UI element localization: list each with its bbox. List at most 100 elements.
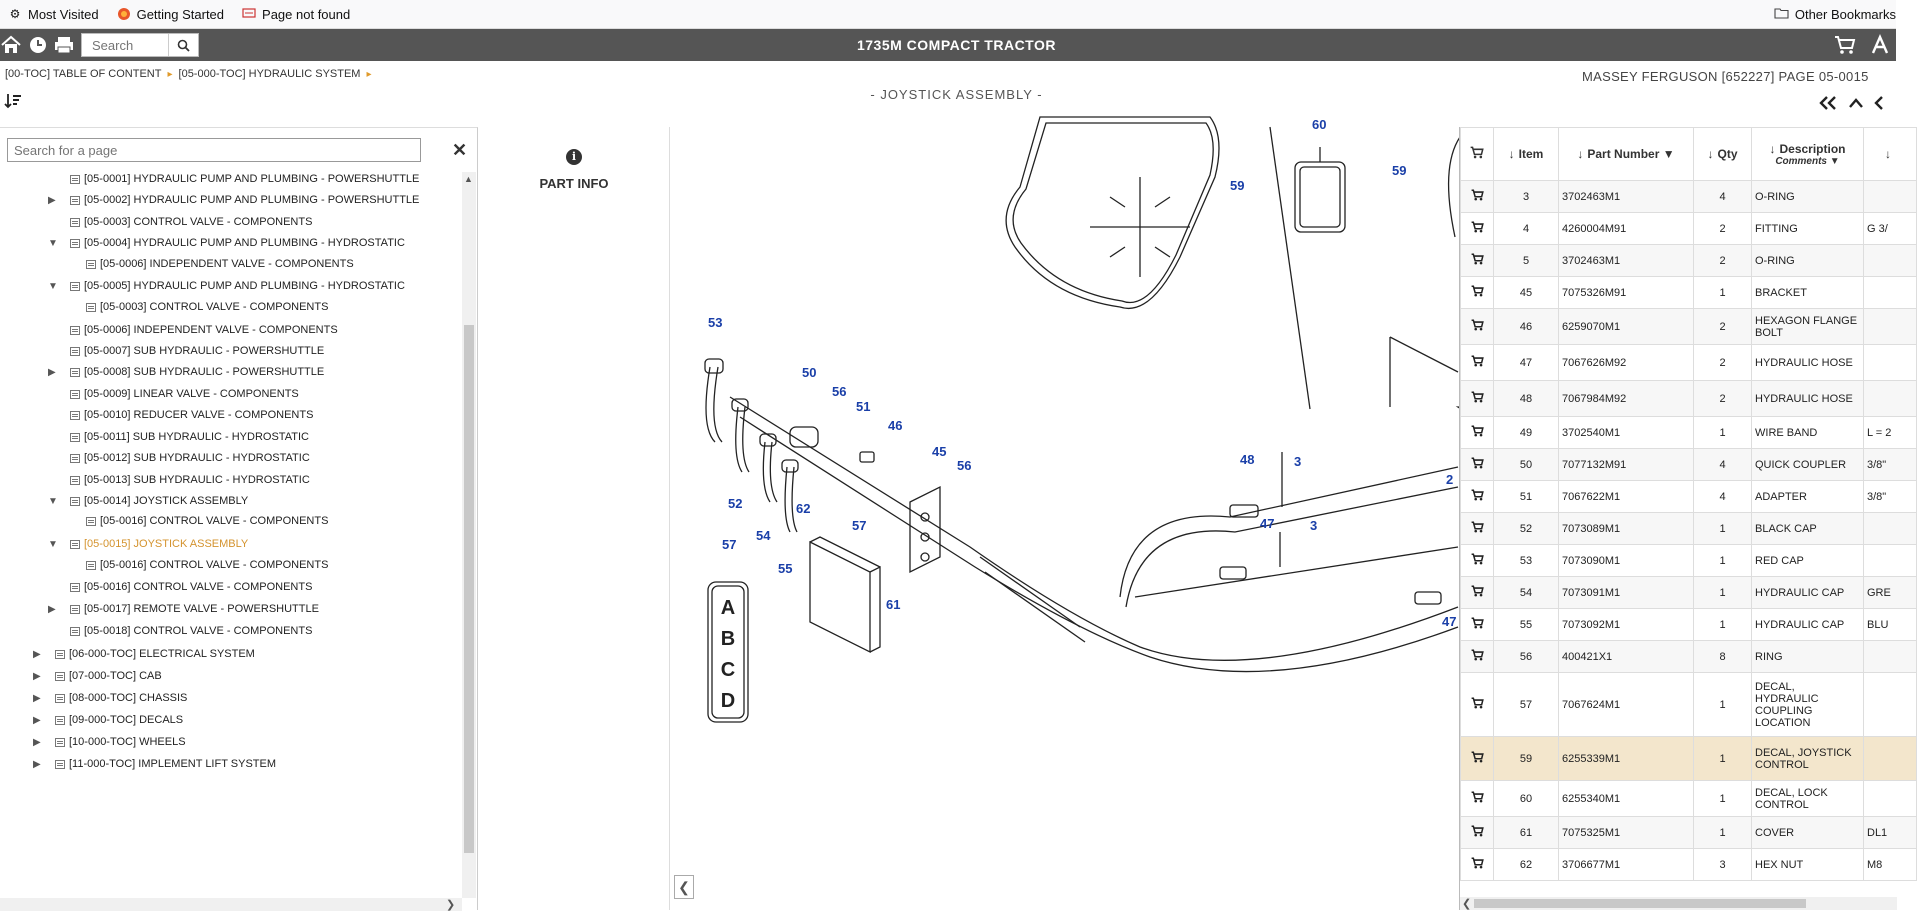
add-to-cart-button[interactable] (1460, 848, 1494, 881)
breadcrumb-item-hydraulic[interactable]: [05-000-TOC] HYDRAULIC SYSTEM (178, 68, 361, 80)
breadcrumb-item-toc[interactable]: [00-TOC] TABLE OF CONTENT (5, 68, 162, 80)
col-part-number[interactable]: ↓Part Number ▼ (1558, 127, 1694, 181)
expand-icon[interactable]: ▶ (33, 649, 41, 660)
toc-vertical-scrollbar[interactable]: ▲ (462, 172, 476, 898)
add-to-cart-button[interactable] (1460, 736, 1494, 781)
cart-icon[interactable] (1834, 35, 1856, 55)
add-to-cart-button[interactable] (1460, 480, 1494, 513)
add-to-cart-button[interactable] (1460, 244, 1494, 277)
scroll-right-icon[interactable]: ❯ (446, 899, 456, 911)
toc-item[interactable]: [05-0016] CONTROL VALVE - COMPONENTS (70, 578, 312, 596)
add-to-cart-button[interactable] (1460, 640, 1494, 673)
toc-item[interactable]: [05-0007] SUB HYDRAULIC - POWERSHUTTLE (70, 342, 324, 360)
add-to-cart-button[interactable] (1460, 416, 1494, 449)
toc-item[interactable]: [05-0002] HYDRAULIC PUMP AND PLUMBING - … (70, 191, 419, 209)
collapse-icon[interactable]: ▼ (48, 496, 58, 507)
toc-item[interactable]: [08-000-TOC] CHASSIS (55, 689, 187, 707)
add-to-cart-button[interactable] (1460, 276, 1494, 309)
search-input[interactable] (82, 34, 168, 56)
add-to-cart-button[interactable] (1460, 780, 1494, 817)
toc-item[interactable]: [05-0015] JOYSTICK ASSEMBLY (70, 535, 248, 553)
font-size-icon[interactable] (1870, 34, 1892, 55)
toc-item[interactable]: [05-0011] SUB HYDRAULIC - HYDROSTATIC (70, 428, 309, 446)
scroll-left-icon[interactable]: ❮ (1462, 898, 1472, 910)
scroll-thumb[interactable] (464, 325, 474, 853)
toc-item[interactable]: [05-0006] INDEPENDENT VALVE - COMPONENTS (70, 321, 338, 339)
filter-icon[interactable]: ▼ (1829, 155, 1840, 167)
chevron-left-icon[interactable] (1872, 96, 1884, 113)
add-to-cart-button[interactable] (1460, 212, 1494, 245)
expand-icon[interactable]: ▶ (33, 693, 41, 704)
toc-item[interactable]: [07-000-TOC] CAB (55, 667, 162, 685)
bookmark-most-visited[interactable]: ⚙ Most Visited (9, 6, 99, 22)
toc-item[interactable]: [05-0009] LINEAR VALVE - COMPONENTS (70, 385, 299, 403)
add-to-cart-button[interactable] (1460, 672, 1494, 737)
toc-item[interactable]: [05-0016] CONTROL VALVE - COMPONENTS (86, 512, 328, 530)
expand-icon[interactable]: ▶ (48, 604, 56, 615)
toc-search-input[interactable] (7, 138, 421, 162)
history-icon[interactable] (27, 35, 49, 55)
scroll-up-icon[interactable]: ▲ (464, 174, 473, 184)
add-to-cart-button[interactable] (1460, 180, 1494, 213)
add-to-cart-button[interactable] (1460, 608, 1494, 641)
collapse-icon[interactable]: ▼ (48, 238, 58, 249)
toc-item[interactable]: [05-0001] HYDRAULIC PUMP AND PLUMBING - … (70, 170, 419, 188)
toc-horizontal-scrollbar[interactable]: ❯ (0, 898, 462, 911)
bookmark-page-not-found[interactable]: Page not found (242, 7, 350, 22)
toc-item[interactable]: [05-0008] SUB HYDRAULIC - POWERSHUTTLE (70, 363, 324, 381)
add-to-cart-button[interactable] (1460, 308, 1494, 345)
chevron-up-icon[interactable] (1848, 96, 1864, 113)
add-to-cart-button[interactable] (1460, 344, 1494, 381)
toc-item[interactable]: [11-000-TOC] IMPLEMENT LIFT SYSTEM (55, 755, 276, 773)
toc-item[interactable]: [05-0003] CONTROL VALVE - COMPONENTS (86, 298, 328, 316)
toc-item[interactable]: [05-0018] CONTROL VALVE - COMPONENTS (70, 622, 312, 640)
toc-item[interactable]: [05-0016] CONTROL VALVE - COMPONENTS (86, 556, 328, 574)
expand-icon[interactable]: ▶ (33, 737, 41, 748)
add-to-cart-button[interactable] (1460, 448, 1494, 481)
toc-item[interactable]: [05-0004] HYDRAULIC PUMP AND PLUMBING - … (70, 234, 405, 252)
toc-item[interactable]: [05-0013] SUB HYDRAULIC - HYDROSTATIC (70, 471, 310, 489)
exploded-diagram[interactable]: 59 60 59 53 50 56 51 46 45 56 52 54 62 5… (670, 116, 1491, 910)
col-item[interactable]: ↓Item (1493, 127, 1559, 181)
cart-icon[interactable] (1470, 146, 1484, 162)
scroll-thumb[interactable] (1474, 899, 1806, 908)
col-extra[interactable]: ↓ (1863, 127, 1917, 181)
add-to-cart-button[interactable] (1460, 816, 1494, 849)
expand-icon[interactable]: ▶ (33, 715, 41, 726)
add-to-cart-button[interactable] (1460, 576, 1494, 609)
expand-icon[interactable]: ▶ (48, 195, 56, 206)
toc-item[interactable]: [06-000-TOC] ELECTRICAL SYSTEM (55, 645, 255, 663)
search-icon[interactable] (168, 34, 198, 56)
bookmark-getting-started[interactable]: Getting Started (117, 7, 224, 22)
toc-item[interactable]: [05-0006] INDEPENDENT VALVE - COMPONENTS (86, 255, 354, 273)
collapse-panel-button[interactable]: ❮ (674, 875, 694, 899)
expand-icon[interactable]: ▶ (33, 759, 41, 770)
first-page-icon[interactable] (1818, 96, 1840, 113)
toc-item[interactable]: [05-0014] JOYSTICK ASSEMBLY (70, 492, 248, 510)
collapse-icon[interactable]: ▼ (48, 539, 58, 550)
print-icon[interactable] (53, 35, 75, 55)
home-icon[interactable] (0, 35, 22, 55)
toc-item[interactable]: [05-0017] REMOTE VALVE - POWERSHUTTLE (70, 600, 319, 618)
add-to-cart-button[interactable] (1460, 512, 1494, 545)
collapse-icon[interactable]: ▼ (48, 281, 58, 292)
